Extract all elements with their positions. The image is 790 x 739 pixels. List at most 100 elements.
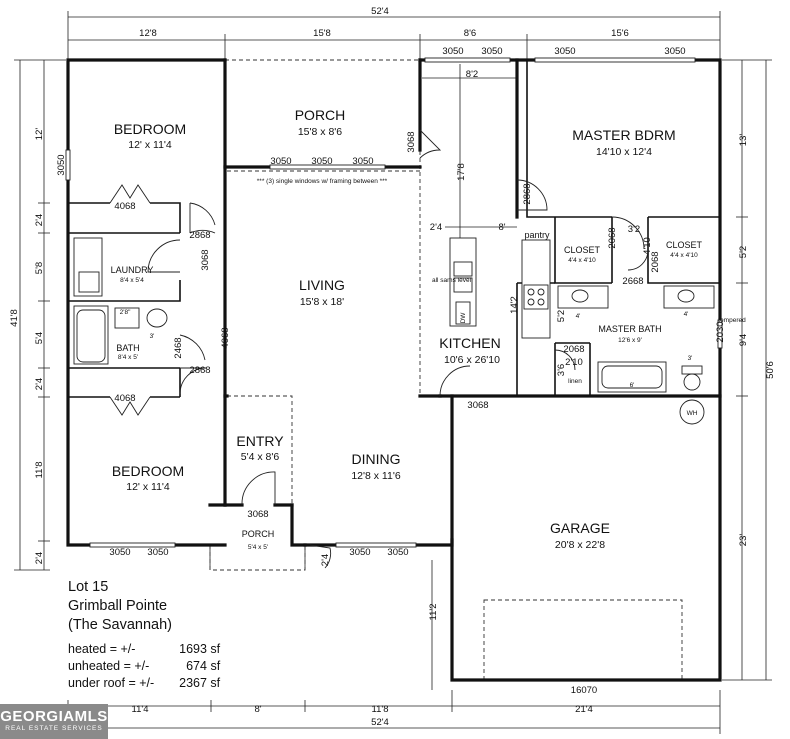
dim-top-total: 52'4 [371,6,389,17]
underroof-value: 2367 sf [179,676,221,690]
unheated-value: 674 sf [186,659,221,673]
room-closet1-name: CLOSET [564,245,601,255]
code-w-top-2: 3050 [481,46,502,57]
dim-top-d: 15'6 [611,28,629,39]
mb-note-4a: 4' [576,313,581,320]
dim-left-d: 5'4 [34,332,45,344]
room-entry-name: ENTRY [236,433,284,449]
dim-right-b: 5'2 [738,246,749,258]
room-bedroom2-size: 12' x 11'4 [126,481,170,493]
dw-label: DW [460,312,467,324]
code-d-bath2: 2868 [189,365,210,376]
dim-garage-11-2: 11'2 [428,604,439,621]
dim-k-14-2: 14'2 [509,296,520,314]
dim-right-d: 23' [738,534,749,547]
room-closet1-size: 4'4 x 4'10 [568,257,596,264]
room-garage-size: 20'8 x 22'8 [555,539,605,551]
room-labels: PORCH 15'8 x 8'6 MASTER BDRM 14'10 x 12'… [111,107,703,551]
code-d-window-mb: 2030 [715,321,726,342]
dim-top-c: 8'6 [464,28,476,39]
room-laundry-name: LAUNDRY [111,265,154,275]
dim-kitchen-top: 8'2 [466,69,478,80]
dim-right-c: 9'4 [738,334,749,346]
code-d-bed1: 4068 [114,201,135,212]
code-d-bath: 2468 [173,337,184,358]
heated-label: heated = +/- [68,642,136,656]
logo-sub: REAL ESTATE SERVICES [5,725,103,732]
room-entry-size: 5'4 x 8'6 [241,451,280,463]
room-closet2-name: CLOSET [666,240,703,250]
room-bath-size: 8'4 x 5' [118,354,138,361]
unheated-label: unheated = +/- [68,659,150,673]
room-master-size: 14'10 x 12'4 [596,146,652,158]
code-d-master: 2868 [522,183,533,204]
doors [109,129,649,569]
code-d-linen: 2068 [563,344,584,355]
wh-label: WH [687,410,698,417]
room-living-name: LIVING [299,277,345,293]
code-d-bed1b: 2868 [189,230,210,241]
dim-left-c: 5'8 [34,262,45,274]
logo-main: GEORGIAMLS [0,708,108,725]
code-d-living: 4068 [220,327,231,348]
dim-mb-3-6: 3'6 [556,364,567,376]
bath-note-3: 3' [150,333,155,340]
dim-bot-a: 11'4 [132,704,149,715]
code-d-garage: 3068 [467,400,488,411]
room-bedroom1-name: BEDROOM [114,121,186,137]
code-d-porch: 3068 [406,131,417,152]
code-w-bot-1: 3050 [109,547,130,558]
opening-codes: 3050 3050 3050 3050 3050 3050 3050 3050 … [56,46,726,696]
dim-left-total: 41'8 [9,309,20,327]
dim-pantry-w: 2'4 [430,222,442,233]
code-d-closet3: 2668 [622,276,643,287]
code-d-closet2: 2068 [650,251,661,272]
dim-left-e: 2'4 [34,378,45,390]
room-dining-size: 12'8 x 11'6 [351,470,401,482]
dim-left-g: 2'4 [34,552,45,564]
code-d-entry: 3068 [247,509,268,520]
code-w-porch-1: 3050 [270,156,291,167]
dim-kitchen-v: 17'8 [456,163,467,181]
area-table: heated = +/- 1693 sf unheated = +/- 674 … [68,641,220,692]
room-laundry-size: 8'4 x 5'4 [120,277,144,284]
room-kitchen-name: KITCHEN [439,335,500,351]
room-bath-name: BATH [116,343,139,353]
code-w-bot-4: 3050 [387,547,408,558]
room-master-name: MASTER BDRM [572,127,675,143]
room-dining-name: DINING [352,451,401,467]
mb-note-4b: 4' [684,311,689,318]
dim-bottom-total: 52'4 [371,717,389,728]
linen-label: linen [568,378,582,385]
dim-top-b: 15'8 [313,28,331,39]
dim-left-a: 12' [34,128,45,141]
room-kitchen-size: 10'6 x 26'10 [444,354,500,366]
mb-note-6: 6' [630,382,635,389]
room-porch-size: 15'8 x 8'6 [298,126,342,138]
underroof-label: under roof = +/- [68,676,155,690]
room-closet2-size: 4'4 x 4'10 [670,252,698,259]
lot-number: Lot 15 [68,579,109,595]
code-w-porch-3: 3050 [352,156,373,167]
code-d-closet1: 2068 [607,227,618,248]
windows-note: *** (3) single windows w/ framing betwee… [257,178,388,185]
room-porch-name: PORCH [295,107,346,123]
room-garage-name: GARAGE [550,520,610,536]
code-w-top-3: 3050 [554,46,575,57]
misc-labels: pantry linen WH DW all sams level temper… [120,178,747,417]
dim-bot-d: 21'4 [575,704,593,715]
dim-top-a: 12'8 [139,28,157,39]
code-w-top-1: 3050 [442,46,463,57]
code-w-porch-2: 3050 [311,156,332,167]
room-bedroom2-name: BEDROOM [112,463,184,479]
dim-mb-5-2: 5'2 [556,310,567,322]
plan-name: (The Savannah) [68,617,172,633]
dim-bot-b: 8' [254,704,261,715]
dimension-labels: 52'4 12'8 15'8 8'6 15'6 52'4 11'4 8' 11'… [9,6,776,728]
room-bedroom1-size: 12' x 11'4 [128,139,172,151]
dim-right-total: 50'6 [765,361,776,379]
bath-note-2-8: 2'8" [120,309,131,316]
room-porch2-size: 5'4 x 5' [248,544,268,551]
fixtures [73,237,715,425]
